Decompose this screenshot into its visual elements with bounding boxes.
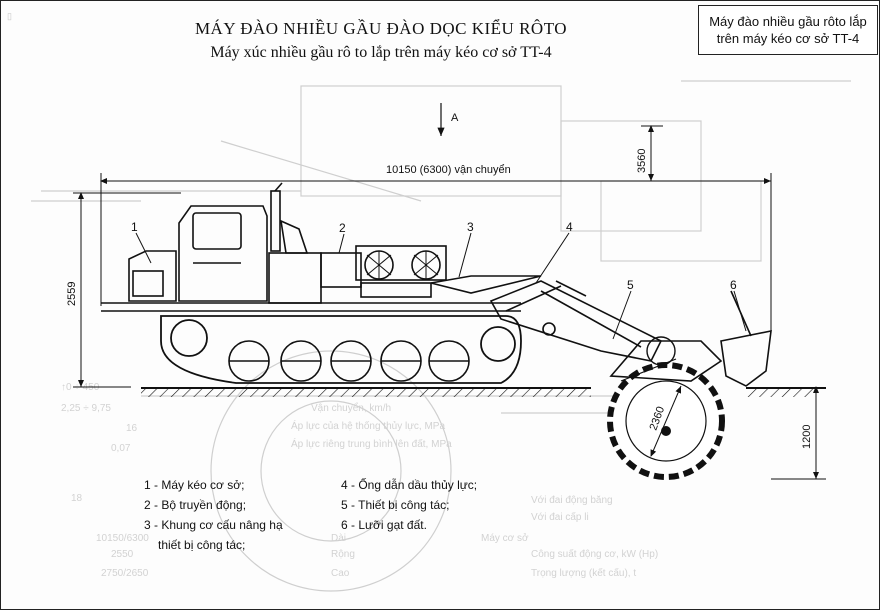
callout-2: 2 (339, 221, 346, 235)
callout-numbers: 1 2 3 4 5 6 (131, 220, 737, 292)
svg-text:Với đai động băng: Với đai động băng (531, 495, 613, 506)
svg-text:2,25 ÷ 9,75: 2,25 ÷ 9,75 (61, 403, 111, 414)
height-body-dimension-line (73, 192, 181, 388)
svg-text:Trọng lượng (kết cấu), t: Trọng lượng (kết cấu), t (531, 567, 636, 579)
legend-item: 2 - Bộ truyền động; (144, 498, 247, 512)
legend-column-2: 4 - Ống dẫn dầu thủy lực; 5 - Thiết bị c… (341, 475, 477, 535)
road-wheels (228, 340, 470, 382)
legend-item: 3 - Khung cơ cấu nâng hạ (144, 518, 283, 532)
svg-text:Công suất động cơ, kW (Hp): Công suất động cơ, kW (Hp) (531, 548, 658, 560)
svg-text:10150/6300: 10150/6300 (96, 533, 149, 544)
callout-1: 1 (131, 220, 138, 234)
crawler-track (160, 315, 522, 384)
callout-4: 4 (566, 220, 573, 234)
svg-text:Với đai cấp li: Với đai cấp li (531, 511, 589, 523)
svg-text:Rộng: Rộng (331, 549, 355, 560)
dig-depth-value: 1200 (801, 425, 813, 449)
svg-text:Dài: Dài (331, 533, 346, 544)
view-label: A (451, 112, 459, 124)
callout-3: 3 (467, 220, 474, 234)
legend-item: 5 - Thiết bị công tác; (341, 498, 450, 512)
corner-caption-box: Máy đào nhiều gầu rôto lắp trên máy kéo … (698, 5, 878, 55)
legend-item: 4 - Ống dẫn dầu thủy lực; (341, 478, 478, 492)
rotor-diameter-line (650, 385, 682, 457)
legend-item: thiết bị công tác; (158, 538, 246, 552)
diagram-subtitle: Máy xúc nhiều gầu rô to lắp trên máy kéo… (210, 44, 552, 61)
length-dimension-value: 10150 (6300) vận chuyển (386, 164, 511, 176)
svg-text:Cao: Cao (331, 568, 350, 579)
fan-spokes (366, 251, 439, 279)
svg-text:16: 16 (126, 423, 138, 434)
callout-leaders (135, 232, 747, 340)
legend-column-1: 1 - Máy kéo cơ sở; 2 - Bộ truyền động; 3… (144, 475, 283, 555)
tractor-body (101, 182, 542, 312)
height-body-value: 2559 (66, 282, 78, 306)
ground-line (141, 387, 826, 397)
svg-text:Áp lực của hệ thống thủy lực,: Áp lực của hệ thống thủy lực, MPa (291, 419, 445, 432)
callout-5: 5 (627, 278, 634, 292)
svg-text:Vận chuyển, km/h: Vận chuyển, km/h (311, 402, 391, 414)
soil-blade (720, 290, 772, 387)
svg-text:Áp lực riêng trung bình lên đấ: Áp lực riêng trung bình lên đất, MPa (291, 437, 452, 450)
height-total-value: 3560 (636, 149, 648, 173)
height-total-dimension-line (641, 125, 663, 181)
diagram-title: MÁY ĐÀO NHIỀU GẦU ĐÀO DỌC KIỂU RÔTO (194, 19, 568, 38)
svg-text:18: 18 (71, 493, 83, 504)
callout-6: 6 (730, 278, 737, 292)
rotor-wheel (607, 336, 725, 480)
length-dimension-line (100, 173, 772, 331)
legend-item: 1 - Máy kéo cơ sở; (144, 478, 245, 492)
svg-text:2550: 2550 (111, 549, 134, 560)
dig-depth-dimension-line (771, 386, 826, 480)
ghost-label-left: ▯ (7, 11, 12, 21)
legend-item: 6 - Lưỡi gạt đất. (341, 518, 427, 532)
svg-text:Máy cơ sở: Máy cơ sở (481, 532, 529, 544)
corner-caption: Máy đào nhiều gầu rôto lắp trên máy kéo … (709, 14, 867, 46)
svg-text:2750/2650: 2750/2650 (101, 568, 149, 579)
svg-text:0,07: 0,07 (111, 443, 131, 454)
